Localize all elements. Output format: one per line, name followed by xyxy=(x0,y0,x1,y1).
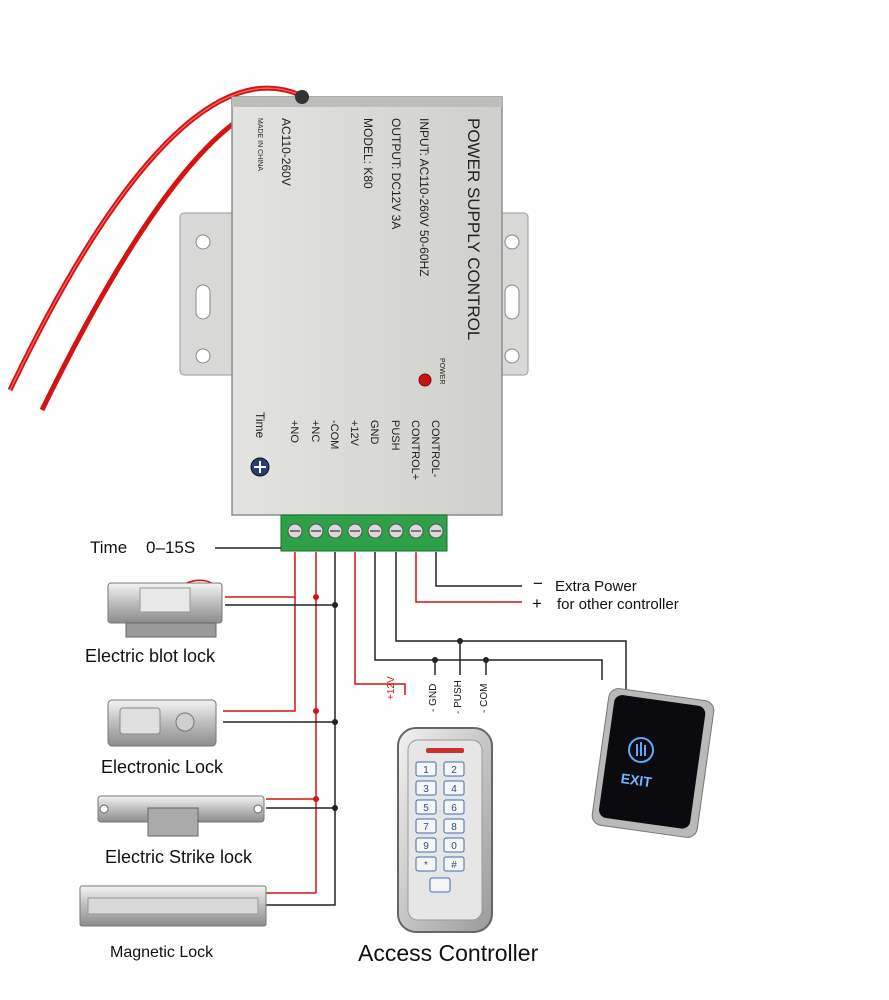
wiring xyxy=(215,547,627,906)
lock-label-magnetic: Magnetic Lock xyxy=(110,944,214,961)
keypad-key[interactable] xyxy=(443,818,465,834)
keypad-key-label: # xyxy=(451,860,457,871)
keypad-key[interactable] xyxy=(415,780,437,796)
keypad-key-label: 4 xyxy=(451,784,457,795)
power-led-label: POWER xyxy=(438,358,445,384)
lock-label-bolt: Electric blot lock xyxy=(85,646,216,666)
keypad-wire-12v: +12V xyxy=(386,676,397,700)
doorbell-key-icon[interactable] xyxy=(429,877,451,893)
psu-output-rating: OUTPUT: DC12V 3A xyxy=(389,118,403,229)
psu-title: POWER SUPPLY CONTROL xyxy=(464,118,483,340)
keypad-key-label: 1 xyxy=(423,765,429,776)
terminal-label: CONTROL+ xyxy=(409,420,421,480)
terminal-block xyxy=(280,514,448,552)
extra-power-line2: for other controller xyxy=(557,596,679,613)
keypad-key-label: 5 xyxy=(423,803,429,814)
keypad-key-label: 9 xyxy=(423,841,429,852)
access-controller-keypad: 1 2 3 4 5 6 7 8 9 0 * # xyxy=(397,727,493,933)
terminal-label: CONTROL- xyxy=(429,420,441,478)
extra-power-plus: + xyxy=(532,594,542,613)
terminal-labels: +NO +NC -COM +12V GND PUSH CONTROL+ CONTROL- xyxy=(288,420,441,480)
psu-ac-rating: AC110-260V xyxy=(279,118,293,186)
time-pot-label: Time xyxy=(253,412,267,439)
mounting-bracket-right xyxy=(497,212,529,376)
electric-bolt-lock-image xyxy=(107,579,223,638)
terminal-label: -COM xyxy=(328,420,340,449)
time-setting-label: Time 0–15S xyxy=(90,538,196,557)
keypad-key-label: 8 xyxy=(451,822,457,833)
keypad-key[interactable] xyxy=(443,856,465,872)
keypad-key[interactable] xyxy=(415,837,437,853)
keypad-key-label: 6 xyxy=(451,803,457,814)
keypad-key[interactable] xyxy=(415,818,437,834)
keypad-key-label: 7 xyxy=(423,822,429,833)
access-controller-label: Access Controller xyxy=(358,940,539,966)
lock-label-strike: Electric Strike lock xyxy=(105,847,253,867)
terminal-label: PUSH xyxy=(389,420,401,451)
keypad-wire-push: - PUSH xyxy=(453,680,464,714)
electronic-lock-image xyxy=(107,699,217,747)
terminal-label: +NO xyxy=(288,420,300,443)
hand-icon xyxy=(628,737,654,763)
keypad-key[interactable] xyxy=(415,856,437,872)
keypad-key-label: * xyxy=(424,860,428,871)
magnetic-lock-image xyxy=(79,885,267,927)
terminal-label: +NC xyxy=(309,420,321,442)
keypad-wire-com: - COM xyxy=(479,683,490,713)
keypad-key[interactable] xyxy=(443,780,465,796)
power-supply-unit: POWER SUPPLY CONTROL INPUT: AC110-260V 5… xyxy=(231,90,503,516)
mounting-bracket-left xyxy=(179,212,241,376)
psu-model: MODEL: K80 xyxy=(361,118,375,189)
keypad-key-label: 3 xyxy=(423,784,429,795)
keypad-key[interactable] xyxy=(415,761,437,777)
terminal-label: GND xyxy=(368,420,380,445)
psu-made-in: MADE IN CHINA xyxy=(256,118,263,171)
keypad-key[interactable] xyxy=(443,837,465,853)
psu-input-rating: INPUT: AC110-260V 50-60HZ xyxy=(417,118,431,277)
extra-power-minus: − xyxy=(533,574,543,593)
keypad-key[interactable] xyxy=(443,761,465,777)
keypad-key[interactable] xyxy=(415,799,437,815)
keypad-wire-gnd: - GND xyxy=(428,683,439,712)
terminal-label: +12V xyxy=(348,420,360,447)
keypad-key[interactable] xyxy=(443,799,465,815)
keypad-key-label: 2 xyxy=(451,765,457,776)
keypad-key-label: 0 xyxy=(451,841,457,852)
extra-power-line1: Extra Power xyxy=(555,578,637,595)
power-led-icon xyxy=(418,373,432,387)
lock-label-electronic: Electronic Lock xyxy=(101,757,224,777)
exit-button-device xyxy=(591,688,715,838)
electric-strike-lock-image xyxy=(97,795,265,837)
